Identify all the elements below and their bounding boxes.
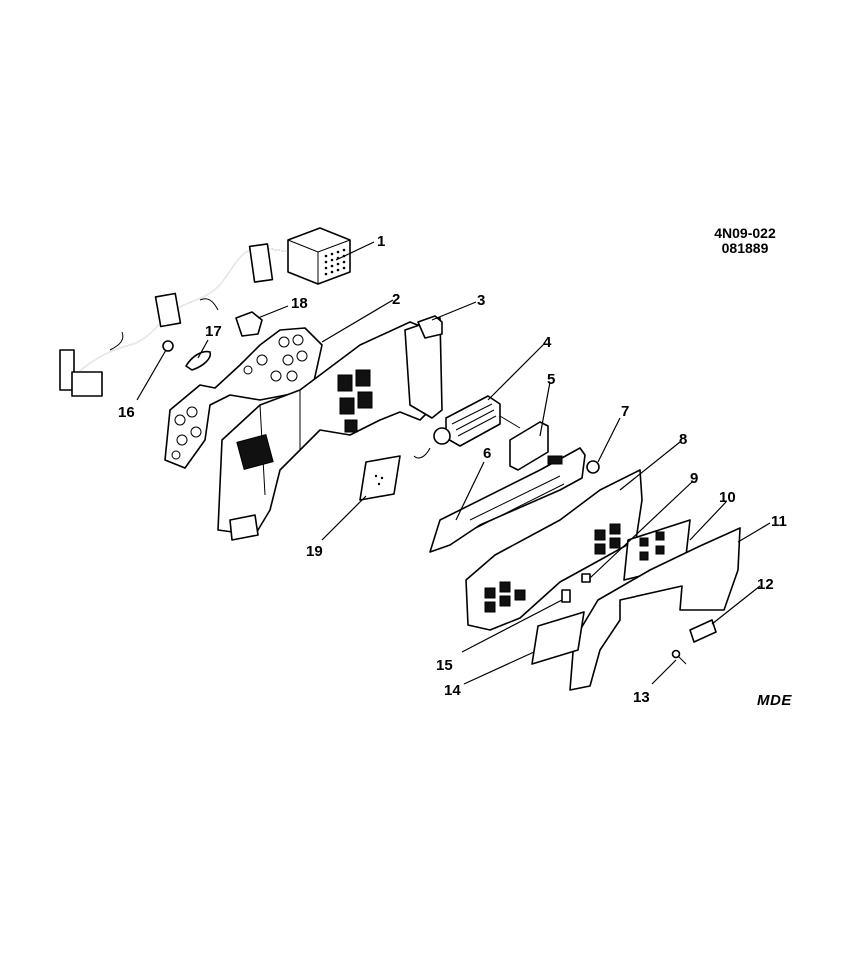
callout-8: 8 [679, 431, 687, 448]
brand-mark: MDE [757, 692, 792, 709]
part-16-nut [162, 340, 174, 352]
callout-15: 15 [436, 657, 453, 674]
drawing-code: 4N09-022 081889 [700, 226, 790, 256]
part-17-bulb [185, 350, 212, 371]
part-12-pad [689, 619, 717, 643]
callout-4: 4 [543, 334, 552, 351]
part-5-bracket [509, 421, 549, 471]
part-13-screw [671, 649, 687, 665]
callout-9: 9 [690, 470, 698, 487]
callout-7: 7 [621, 403, 629, 420]
callout-12: 12 [757, 576, 774, 593]
part-14-lens [531, 611, 585, 665]
callout-10: 10 [719, 489, 736, 506]
callout-3: 3 [477, 292, 485, 309]
part-1-wiring-harness [59, 227, 351, 397]
callout-19: 19 [306, 543, 323, 560]
callout-18: 18 [291, 295, 308, 312]
callout-17: 17 [205, 323, 222, 340]
callout-6: 6 [483, 445, 491, 462]
part-11-cover [569, 527, 741, 691]
callout-numbers: 1 2 3 4 5 6 7 8 9 10 11 12 13 14 15 16 1… [118, 233, 787, 706]
callout-16: 16 [118, 404, 135, 421]
callout-2: 2 [392, 291, 400, 308]
part-7-washer [586, 460, 600, 474]
part-3-bracket [417, 315, 443, 339]
part-4-switch-assembly [413, 395, 521, 459]
part-8-lens-frame [465, 469, 643, 631]
callout-1: 1 [377, 233, 385, 250]
part-6-gauge-strip [429, 447, 586, 553]
callout-14: 14 [444, 682, 461, 699]
part-2-printed-circuit [164, 327, 323, 469]
drawing-code-line-2: 081889 [721, 240, 769, 256]
leader-lines [136, 241, 771, 685]
part-19-label [359, 455, 401, 501]
part-18-socket [235, 311, 263, 337]
instrument-case [217, 317, 443, 541]
drawing-code-line-1: 4N09-022 [714, 225, 776, 241]
callout-11: 11 [771, 513, 787, 530]
callout-13: 13 [633, 689, 650, 706]
callout-5: 5 [547, 371, 555, 388]
part-15-bulb [561, 589, 571, 603]
part-9-clip [581, 573, 591, 583]
